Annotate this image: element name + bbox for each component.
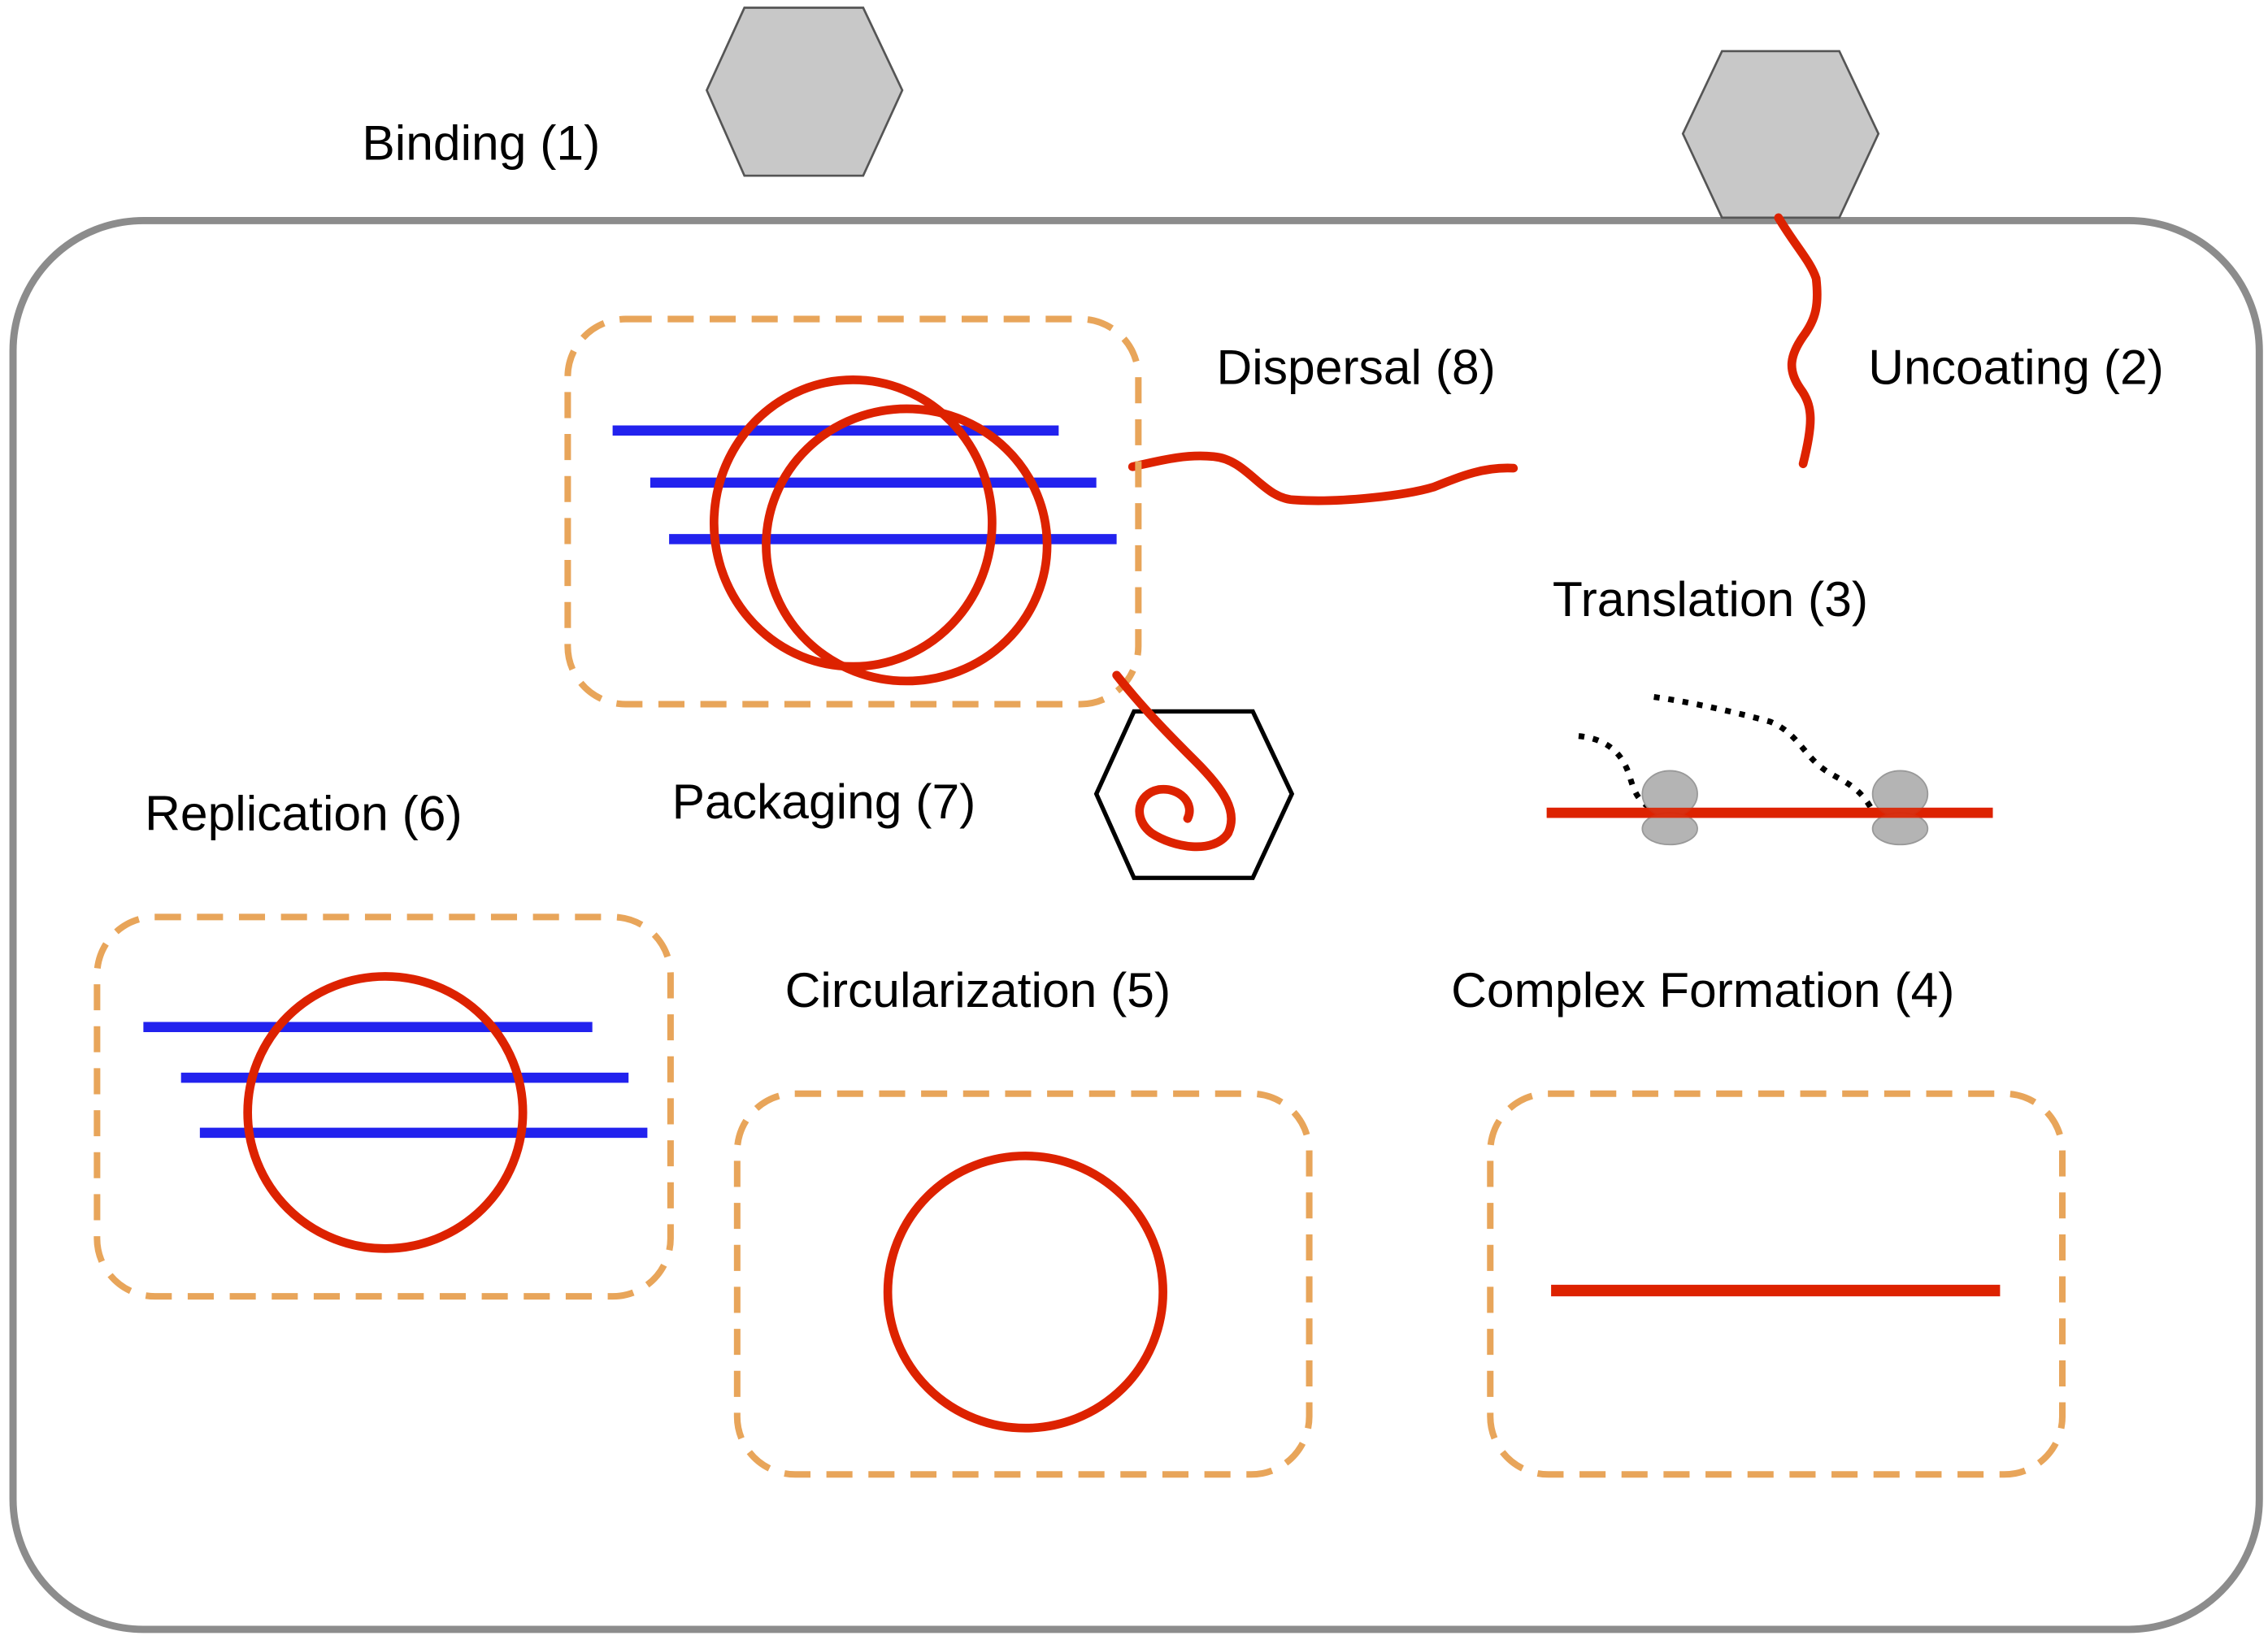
rna-circle (243, 972, 528, 1253)
rna-dispersal (1127, 451, 1519, 505)
rna-packaging (1112, 670, 1236, 852)
label-binding: Binding (1) (362, 115, 600, 171)
virus-capsid-packaging (1093, 709, 1295, 880)
label-circularization: Circularization (5) (785, 962, 1171, 1017)
label-translation: Translation (3) (1553, 571, 1868, 627)
rna-uncoating (1774, 213, 1822, 469)
compartment-complex-formation (1487, 1090, 2066, 1478)
virus-capsid-uncoating (1681, 50, 1880, 219)
virus-capsid-binding (705, 7, 904, 177)
rna-circle (883, 1151, 1167, 1433)
cell-membrane (9, 216, 2263, 1633)
rna-circle (762, 404, 1052, 686)
peptide-chain (1578, 733, 1653, 811)
label-dispersal: Dispersal (8) (1217, 340, 1496, 395)
label-complex-formation: Complex Formation (4) (1451, 962, 1954, 1017)
label-replication: Replication (6) (145, 785, 462, 840)
label-uncoating: Uncoating (2) (1868, 340, 2164, 395)
label-packaging: Packaging (7) (672, 774, 976, 829)
compartment-circularization (733, 1090, 1313, 1478)
compartment-replication (93, 913, 674, 1300)
compartment-packaging (564, 315, 1142, 708)
